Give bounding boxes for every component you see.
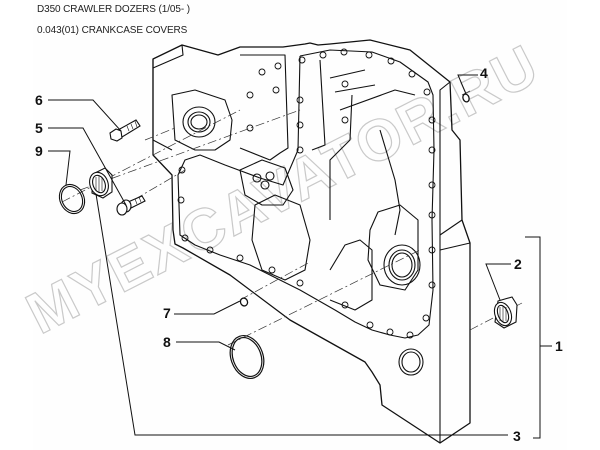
callout-4: 4 (480, 65, 488, 81)
callout-labels: 6 5 9 4 7 8 2 1 3 (35, 65, 563, 444)
callout-6: 6 (35, 92, 43, 108)
callout-1: 1 (555, 338, 563, 354)
callout-8: 8 (163, 334, 171, 350)
model-title: D350 CRAWLER DOZERS (1/05- ) (37, 4, 190, 15)
callout-9: 9 (35, 143, 43, 159)
flange-bolt[interactable] (116, 195, 146, 216)
callout-2: 2 (514, 256, 522, 272)
section-title: 0.043(01) CRANKCASE COVERS (37, 25, 188, 36)
leader-lines (48, 74, 552, 439)
small-o-ring-top[interactable] (462, 93, 470, 103)
callout-3: 3 (513, 428, 521, 444)
needle-bearing-left[interactable] (86, 167, 113, 199)
large-seal-ring[interactable] (224, 331, 269, 383)
hex-bolt[interactable] (109, 119, 141, 142)
callout-7: 7 (163, 305, 171, 321)
small-o-ring[interactable] (239, 297, 249, 307)
callout-5: 5 (35, 120, 43, 136)
needle-bearing-right[interactable] (491, 296, 518, 329)
seal-ring-left[interactable] (55, 180, 89, 217)
center-lines (61, 90, 523, 346)
crankcase-cover-casting (152, 39, 471, 444)
